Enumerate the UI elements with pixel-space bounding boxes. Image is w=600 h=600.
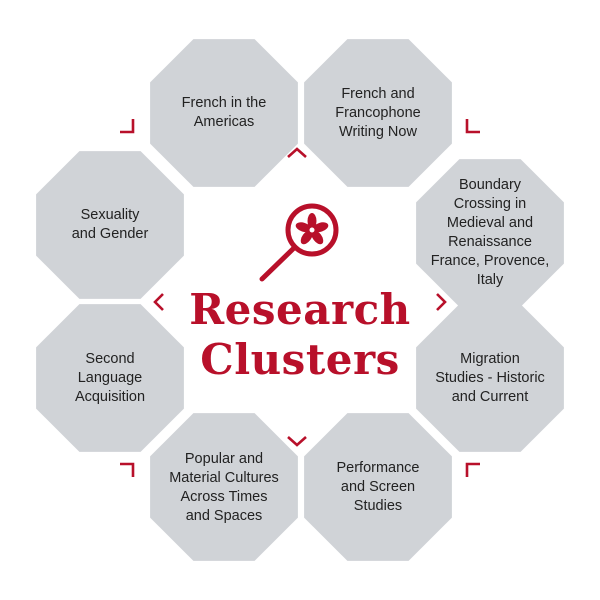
cluster-label-sexuality-and-gender: Sexuality and Gender bbox=[71, 207, 149, 242]
chevron-icon bbox=[120, 119, 135, 134]
cluster-octagon bbox=[150, 413, 298, 561]
chevron-icon bbox=[120, 462, 135, 477]
cluster-label-boundary-crossing: Boundary Crossing in Medieval and Renais… bbox=[430, 177, 550, 288]
magnifying-glass-leaf-icon bbox=[259, 203, 339, 282]
chevron-icon bbox=[287, 436, 307, 447]
chevron-icon bbox=[465, 462, 480, 477]
cluster-octagon bbox=[36, 304, 184, 452]
cluster-octagon bbox=[36, 151, 184, 299]
cluster-label-performance-and-screen-studies: Performance and Screen Studies bbox=[336, 459, 420, 514]
octagon-group bbox=[36, 39, 564, 561]
title-line-2: Clusters bbox=[200, 335, 400, 384]
title-line-1: Research bbox=[189, 285, 411, 334]
cluster-octagon bbox=[304, 413, 452, 561]
cluster-label-second-language-acquisition: Second Language Acquisition bbox=[74, 350, 146, 405]
cluster-label-migration-studies: Migration Studies - Historic and Current bbox=[435, 350, 545, 405]
connector-group bbox=[120, 119, 480, 477]
cluster-octagon bbox=[416, 304, 564, 452]
chevron-icon bbox=[153, 293, 164, 311]
chevron-icon bbox=[287, 147, 307, 158]
cluster-octagon bbox=[304, 39, 452, 187]
cluster-label-french-in-the-americas: French in the Americas bbox=[181, 95, 267, 130]
cluster-label-popular-and-material-cultures: Popular and Material Cultures Across Tim… bbox=[169, 450, 279, 524]
cluster-octagon bbox=[150, 39, 298, 187]
cluster-label-french-and-francophone-writing-now: French and Francophone Writing Now bbox=[335, 85, 421, 140]
cluster-octagon bbox=[416, 159, 564, 307]
chevron-icon bbox=[465, 119, 480, 134]
chevron-icon bbox=[436, 293, 447, 311]
